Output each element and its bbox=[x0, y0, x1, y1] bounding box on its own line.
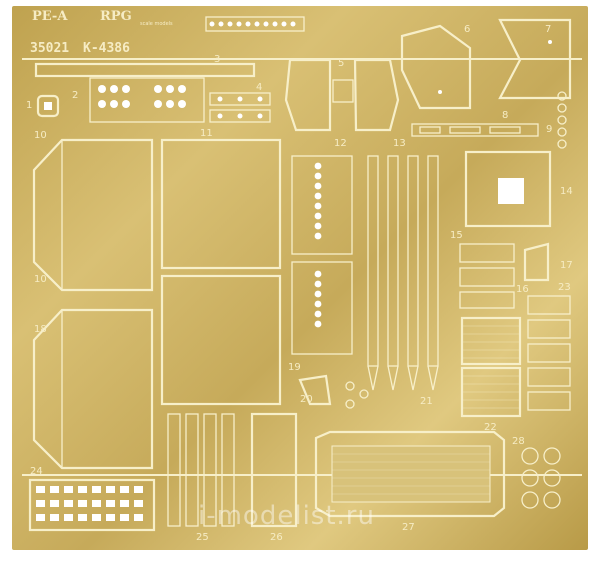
part-number-1: 1 bbox=[26, 100, 32, 111]
brand-small: scale models bbox=[140, 21, 173, 27]
part-number-10b: 10 bbox=[34, 274, 47, 285]
part-6-7 bbox=[400, 18, 572, 110]
product-code: 35021 bbox=[30, 41, 69, 56]
part-number-27: 27 bbox=[402, 522, 415, 533]
part-19-20 bbox=[298, 374, 369, 409]
part-number-12: 12 bbox=[334, 138, 347, 149]
part-number-23: 23 bbox=[558, 282, 571, 293]
part-number-16: 16 bbox=[516, 284, 529, 295]
part-number-10a: 10 bbox=[34, 130, 47, 141]
part-number-19: 19 bbox=[288, 362, 301, 373]
part-12-13 bbox=[291, 155, 353, 355]
part-15-16-17 bbox=[459, 242, 550, 309]
part-number-28: 28 bbox=[512, 436, 525, 447]
part-3-strip bbox=[205, 16, 305, 32]
part-number-26: 26 bbox=[270, 532, 283, 543]
part-number-15: 15 bbox=[450, 230, 463, 241]
part-25 bbox=[167, 413, 235, 527]
brand-right: RPG bbox=[100, 9, 132, 24]
part-26 bbox=[250, 412, 298, 528]
bottom-runner bbox=[22, 474, 582, 476]
part-27-mesh bbox=[314, 430, 506, 518]
part-4 bbox=[209, 92, 271, 123]
part-11-panel bbox=[160, 138, 282, 406]
part-number-5: 5 bbox=[338, 58, 344, 69]
part-number-8: 8 bbox=[502, 110, 508, 121]
part-number-22: 22 bbox=[484, 422, 497, 433]
part-24-grid bbox=[28, 478, 156, 532]
part-number-3: 3 bbox=[214, 54, 220, 65]
part-5 bbox=[284, 58, 400, 132]
part-number-13: 13 bbox=[393, 138, 406, 149]
part-10-plate bbox=[32, 138, 154, 292]
watermark: i-modelist.ru bbox=[198, 501, 375, 531]
part-number-4: 4 bbox=[256, 82, 262, 93]
part-number-6: 6 bbox=[464, 24, 470, 35]
part-number-7: 7 bbox=[545, 24, 551, 35]
part-14 bbox=[464, 150, 552, 228]
part-number-11: 11 bbox=[200, 128, 213, 139]
kit-code: K-4386 bbox=[83, 41, 130, 56]
part-number-21: 21 bbox=[420, 396, 433, 407]
part-22-mesh bbox=[460, 316, 522, 418]
part-number-24: 24 bbox=[30, 466, 43, 477]
part-number-14: 14 bbox=[560, 186, 573, 197]
part-number-25: 25 bbox=[196, 532, 209, 543]
part-21-strips bbox=[367, 155, 439, 391]
photo-etch-fret bbox=[12, 6, 588, 550]
part-23 bbox=[527, 295, 571, 411]
part-number-20: 20 bbox=[300, 394, 313, 405]
part-number-17: 17 bbox=[560, 260, 573, 271]
part-28 bbox=[521, 447, 561, 509]
brand-left: PE-A bbox=[32, 9, 68, 24]
part-number-18: 18 bbox=[34, 324, 47, 335]
part-8 bbox=[411, 123, 539, 137]
part-9 bbox=[557, 91, 567, 149]
part-18-plate bbox=[32, 308, 154, 470]
part-number-9: 9 bbox=[546, 124, 552, 135]
part-2 bbox=[34, 62, 256, 123]
part-number-2: 2 bbox=[72, 90, 78, 101]
part-1 bbox=[36, 94, 60, 118]
